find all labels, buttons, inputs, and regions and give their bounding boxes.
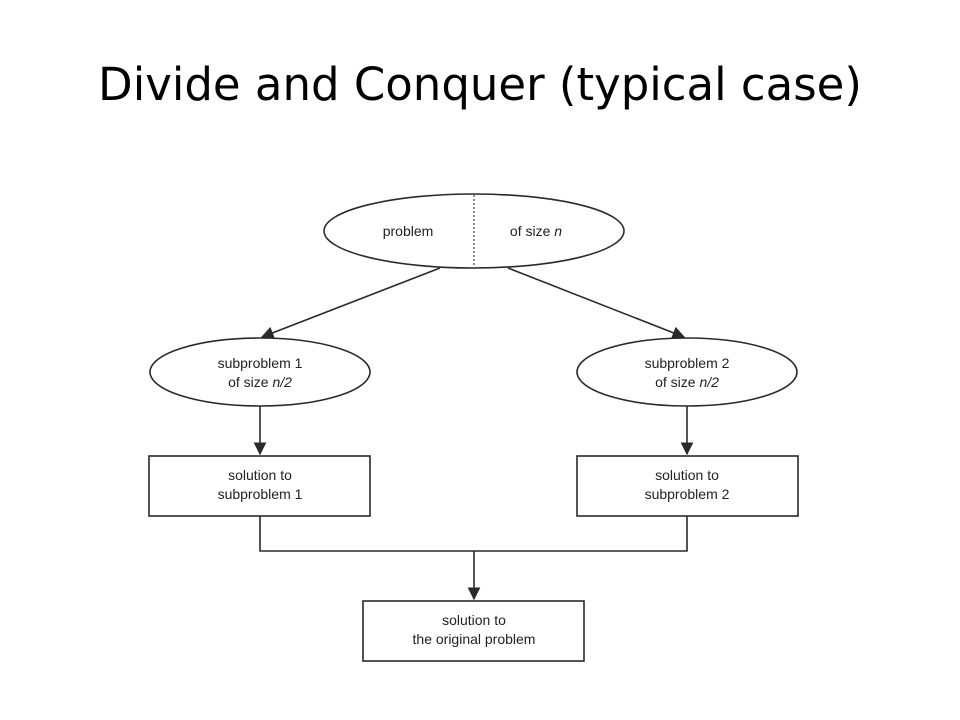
solution-2-line-1: solution to: [655, 467, 719, 483]
solution-2-box: [576, 455, 799, 517]
arrow-problem-to-subproblem-1: [260, 267, 441, 339]
subproblem-2-label: subproblem 2: [645, 355, 730, 371]
solution-2-node: solution to subproblem 2: [576, 455, 799, 517]
solution-original-node: solution to the original problem: [362, 600, 585, 662]
subproblem-2-size: of size n/2: [655, 374, 719, 390]
solution-2-line-2: subproblem 2: [645, 486, 730, 502]
slide-title: Divide and Conquer (typical case): [98, 58, 862, 111]
problem-label-left: problem: [383, 223, 434, 239]
subproblem-2-node: subproblem 2 of size n/2: [576, 337, 798, 407]
subproblem-2-ellipse: [576, 337, 798, 407]
subproblem-1-label: subproblem 1: [218, 355, 303, 371]
problem-label-right: of size n: [510, 223, 562, 239]
subproblem-1-node: subproblem 1 of size n/2: [149, 337, 371, 407]
merge-connector: [259, 516, 688, 552]
solution-original-line-1: solution to: [442, 612, 506, 628]
solution-original-line-2: the original problem: [413, 631, 536, 647]
solution-1-node: solution to subproblem 1: [148, 455, 371, 517]
solution-1-line-1: solution to: [228, 467, 292, 483]
solution-1-box: [148, 455, 371, 517]
solution-original-box: [362, 600, 585, 662]
solution-1-line-2: subproblem 1: [218, 486, 303, 502]
arrow-problem-to-subproblem-2: [507, 267, 686, 339]
subproblem-1-ellipse: [149, 337, 371, 407]
problem-node: problem of size n: [323, 193, 625, 269]
subproblem-1-size: of size n/2: [228, 374, 292, 390]
